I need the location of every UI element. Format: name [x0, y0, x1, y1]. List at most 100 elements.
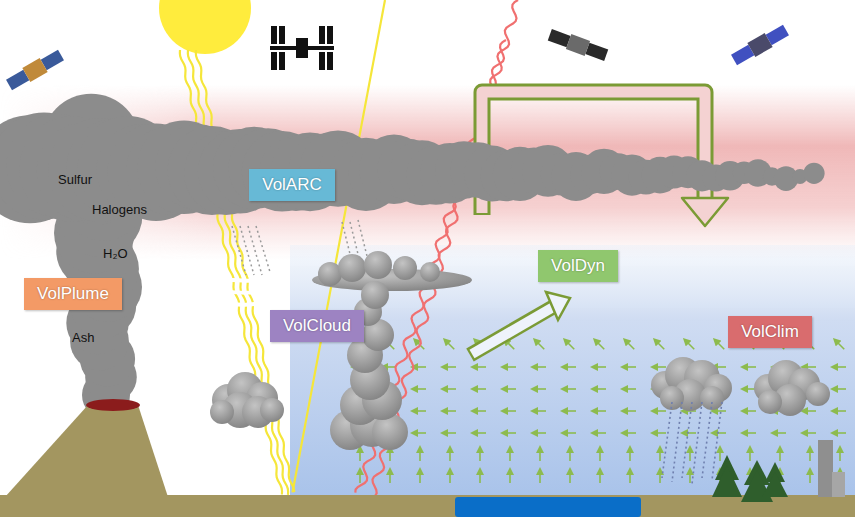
- wind-vector: [596, 341, 604, 349]
- plume-component-label: H₂O: [103, 246, 128, 261]
- cloud-puff: [700, 386, 724, 410]
- wind-vector: [534, 410, 546, 412]
- wind-vector: [594, 388, 606, 390]
- wind-vector: [659, 449, 661, 461]
- wind-vector: [624, 410, 636, 412]
- wind-vector: [839, 449, 841, 461]
- cloud-puff: [364, 251, 392, 279]
- wind-vector: [564, 432, 576, 434]
- illustration-part: [358, 220, 368, 260]
- wind-vector: [419, 449, 421, 461]
- wind-vector: [446, 341, 454, 349]
- project-label-box: VolPlume: [24, 278, 122, 310]
- wind-vector: [629, 471, 631, 483]
- ocean: [455, 497, 641, 517]
- illustration-part: [271, 52, 277, 70]
- illustration-part: [682, 198, 728, 226]
- cloud-puff: [361, 281, 389, 309]
- sun: [159, 0, 251, 54]
- wind-vector: [479, 449, 481, 461]
- satellite-icon: [5, 48, 65, 92]
- wind-vector: [716, 341, 724, 349]
- illustration-part: [327, 52, 333, 70]
- illustration-part: [210, 372, 284, 428]
- illustration-part: [232, 226, 246, 275]
- wind-vector: [474, 388, 486, 390]
- wind-vector: [536, 341, 544, 349]
- wind-vector: [539, 449, 541, 461]
- wind-vector: [779, 449, 781, 461]
- ground: [0, 495, 855, 517]
- wind-vector: [534, 388, 546, 390]
- cloud-puff: [758, 390, 782, 414]
- illustration-part: [692, 402, 702, 484]
- wind-vector: [809, 471, 811, 483]
- illustration-part: [318, 251, 440, 286]
- illustration-part: [818, 440, 833, 497]
- wind-vector: [624, 432, 636, 434]
- satellites: [5, 23, 790, 92]
- wind-vector: [834, 366, 846, 368]
- plume-puff: [803, 163, 824, 184]
- wind-vector: [686, 341, 694, 349]
- wind-vector: [474, 432, 486, 434]
- wind-vector: [744, 366, 756, 368]
- wind-vector: [444, 366, 456, 368]
- illustration-part: [747, 33, 772, 57]
- cloud-puff: [806, 382, 830, 406]
- wind-vector: [744, 432, 756, 434]
- wind-vector: [479, 471, 481, 483]
- illustration-part: [327, 26, 333, 44]
- volcano: [5, 405, 168, 497]
- infrared-radiation: [355, 0, 518, 496]
- illustration-part: [279, 26, 285, 44]
- illustration-part: [319, 52, 325, 70]
- cloud-puff: [210, 400, 234, 424]
- wind-vector: [624, 366, 636, 368]
- wind-vector: [774, 432, 786, 434]
- illustration-part: [330, 281, 408, 450]
- wind-vector: [654, 366, 666, 368]
- wind-vector: [534, 366, 546, 368]
- wind-vector: [504, 388, 516, 390]
- wind-vector: [659, 471, 661, 483]
- wind-vector: [509, 471, 511, 483]
- wind-vector: [504, 366, 516, 368]
- wind-vector: [629, 449, 631, 461]
- box-title: VolClim: [741, 322, 799, 342]
- wind-vector: [419, 471, 421, 483]
- illustration-part: [472, 306, 555, 354]
- wind-vector: [474, 410, 486, 412]
- cloud-puff: [660, 386, 684, 410]
- illustration-part: [682, 402, 692, 478]
- wind-vector: [534, 432, 546, 434]
- wind-vector: [389, 449, 391, 461]
- space-station-icon: [270, 26, 334, 70]
- cloud-puff: [260, 398, 284, 422]
- wind-vector: [804, 366, 816, 368]
- illustration-part: [482, 92, 705, 213]
- wind-vector: [359, 449, 361, 461]
- sun-ray: [180, 50, 282, 494]
- wind-vector: [714, 432, 726, 434]
- box-title: VolCloud: [283, 316, 351, 336]
- illustration-part: [319, 26, 325, 44]
- illustration-part: [585, 43, 608, 61]
- wind-vector: [564, 366, 576, 368]
- wind-vector: [836, 341, 844, 349]
- rain: [662, 402, 722, 484]
- wind-vector: [749, 449, 751, 461]
- wind-vector: [564, 410, 576, 412]
- wind-wisps: [182, 276, 275, 306]
- wind-vector: [624, 388, 636, 390]
- illustration-part: [712, 465, 742, 497]
- illustration-part: [188, 300, 268, 306]
- illustration-part: [248, 226, 262, 275]
- wind-vector: [599, 449, 601, 461]
- illustration-part: [672, 402, 682, 482]
- illustration-part: [279, 52, 285, 70]
- solar-rays: [180, 0, 385, 495]
- project-label-box: VolDyn: [538, 250, 618, 282]
